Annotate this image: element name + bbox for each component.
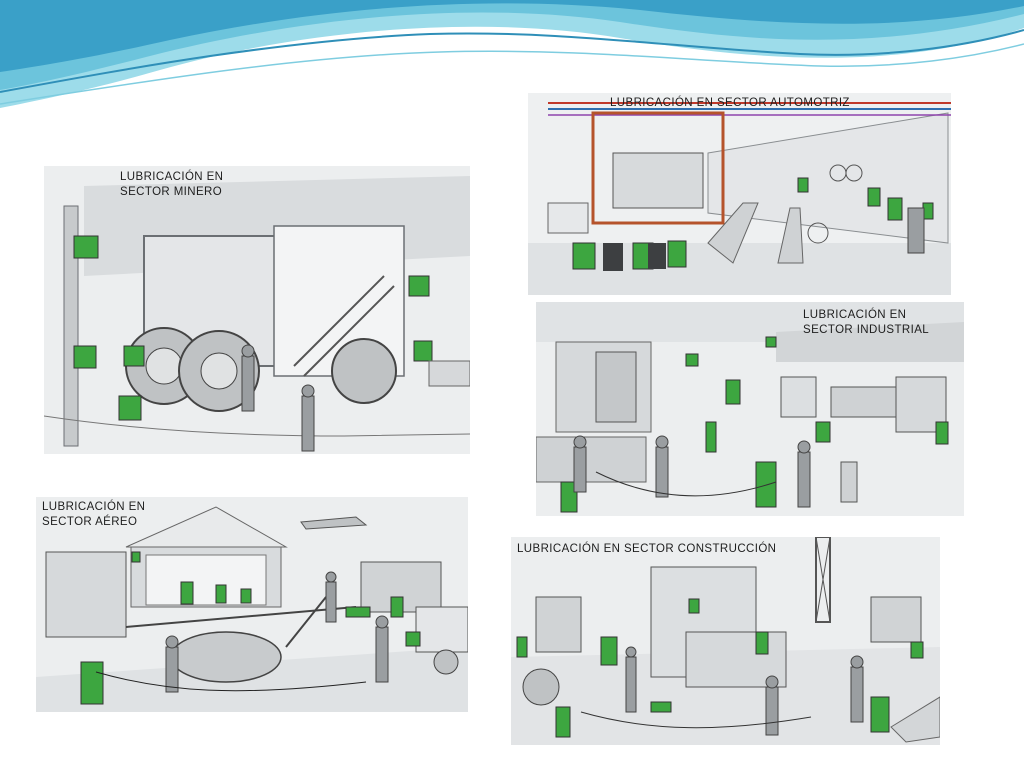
panel-aerial-illustration: LUBRICACIÓN EN SECTOR AÉREO [36,497,468,712]
panel-mining-illustration: LUBRICACIÓN EN SECTOR MINERO [44,166,470,454]
panel-construction-title: LUBRICACIÓN EN SECTOR CONSTRUCCIÓN [517,543,777,555]
industrial-plant-illustration [536,302,964,516]
automotive-workshop-illustration [528,93,951,295]
panel-construction-illustration: LUBRICACIÓN EN SECTOR CONSTRUCCIÓN [511,537,940,745]
panel-automotive-title: LUBRICACIÓN EN SECTOR AUTOMOTRIZ [610,97,850,109]
aerial-hangar-illustration [36,497,468,712]
panel-mining-title: LUBRICACIÓN EN SECTOR MINERO [120,171,224,198]
panel-industrial-illustration: LUBRICACIÓN EN SECTOR INDUSTRIAL [536,302,964,516]
construction-site-illustration [511,537,940,745]
panel-aerial-title: LUBRICACIÓN EN SECTOR AÉREO [42,501,146,528]
header-wave-decoration [0,0,1024,108]
panel-industrial-title: LUBRICACIÓN EN SECTOR INDUSTRIAL [803,309,930,336]
panel-automotive-illustration: LUBRICACIÓN EN SECTOR AUTOMOTRIZ [528,93,951,295]
mining-truck-illustration [44,166,470,454]
